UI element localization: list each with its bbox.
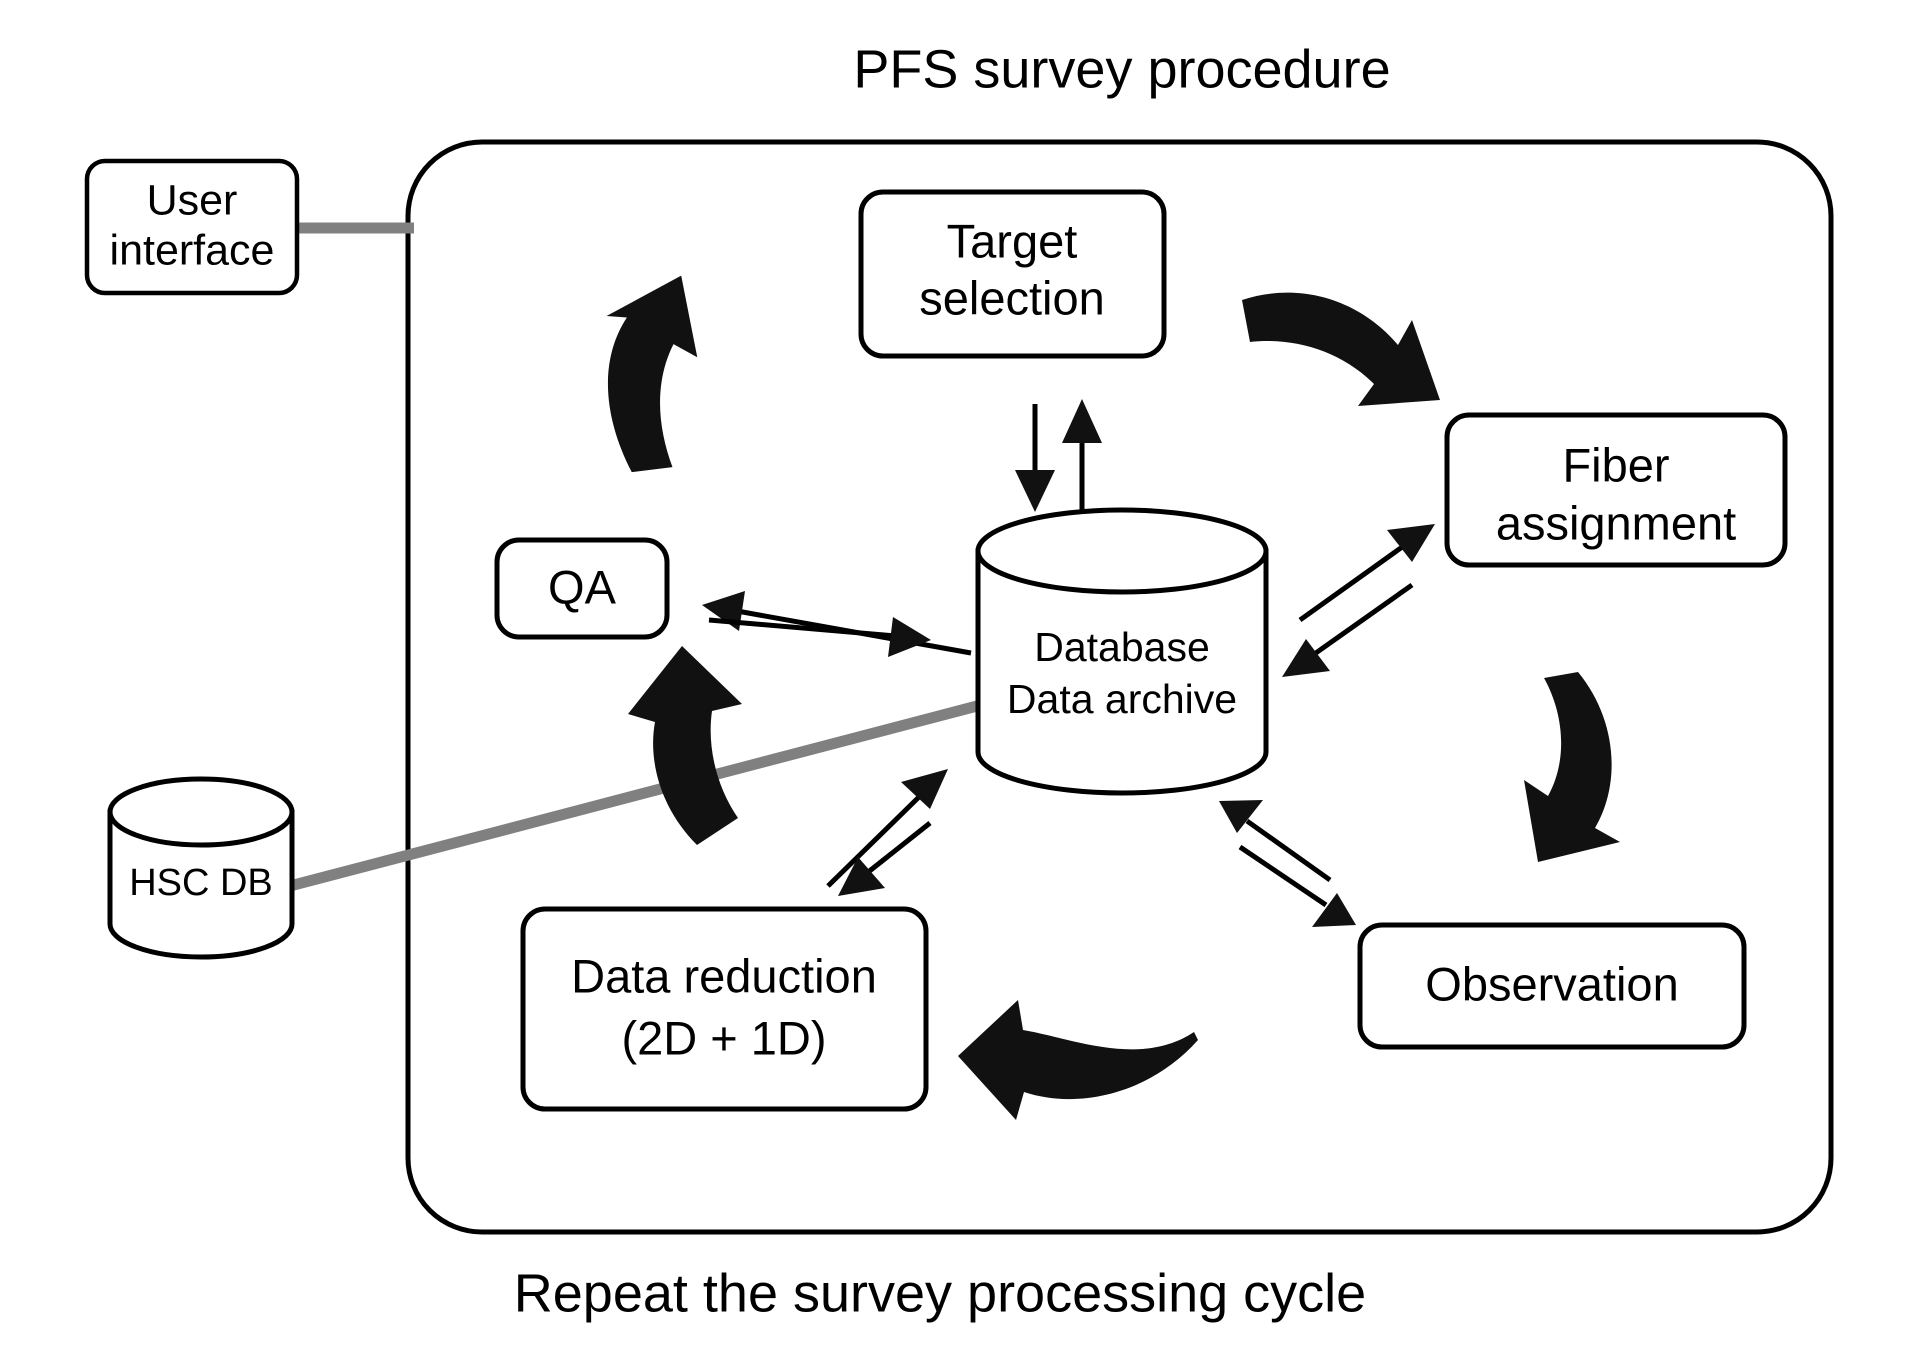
observation-box[interactable] [1357, 922, 1747, 1050]
hsc-db-cylinder-top [107, 776, 295, 848]
cycle-arrow-top-left [606, 275, 698, 473]
qa-box[interactable] [494, 537, 670, 640]
arrow-observation-to-database [1219, 800, 1332, 883]
arrow-qa-to-database [708, 617, 931, 657]
fiber-assignment-box[interactable] [1444, 412, 1788, 568]
database-cylinder-body[interactable] [975, 548, 1269, 796]
node-qa[interactable]: QA [494, 537, 670, 640]
qa-label: QA [548, 560, 617, 613]
fiber-assignment-label-line1: Fiber [1562, 438, 1669, 491]
node-hsc-db[interactable]: HSC DB [107, 776, 295, 960]
page-title: PFS survey procedure [853, 39, 1390, 99]
node-target-selection[interactable]: Target selection [858, 189, 1167, 359]
fiber-assignment-label-line2: assignment [1496, 496, 1736, 549]
cycle-arrow-bottom [958, 1000, 1198, 1120]
user-interface-box[interactable] [84, 158, 300, 296]
database-label-line2: Data archive [1007, 676, 1237, 722]
database-cylinder-top [975, 507, 1269, 595]
cycle-arrow-left [628, 646, 742, 845]
arrow-target-selection-to-database [1015, 404, 1055, 512]
arrow-database-to-target-selection [1062, 399, 1102, 512]
arrow-data-reduction-to-database [826, 769, 948, 888]
observation-label: Observation [1425, 957, 1678, 1010]
diagram-caption: Repeat the survey processing cycle [514, 1263, 1366, 1323]
target-selection-label-line1: Target [947, 214, 1078, 267]
arrow-database-to-observation [1238, 844, 1356, 927]
target-selection-box[interactable] [858, 189, 1167, 359]
node-data-reduction[interactable]: Data reduction (2D + 1D) [520, 906, 929, 1112]
hsc-db-cylinder-body[interactable] [107, 809, 295, 960]
user-interface-label-line1: User [147, 176, 238, 224]
cycle-arrow-right [1524, 672, 1620, 862]
arrow-database-to-data-reduction [838, 821, 932, 896]
node-observation[interactable]: Observation [1357, 922, 1747, 1050]
arrow-fiber-assignment-to-database [1282, 582, 1414, 677]
node-database[interactable]: Database Data archive [975, 507, 1269, 796]
data-reduction-label-line1: Data reduction [571, 949, 877, 1002]
user-interface-label-line2: interface [110, 226, 275, 274]
hsc-db-connector [288, 694, 1002, 892]
database-label-line1: Database [1034, 624, 1210, 670]
hsc-db-label: HSC DB [129, 862, 273, 904]
node-fiber-assignment[interactable]: Fiber assignment [1444, 412, 1788, 568]
data-reduction-box[interactable] [520, 906, 929, 1112]
arrow-database-to-fiber-assignment [1298, 524, 1435, 623]
data-reduction-label-line2: (2D + 1D) [621, 1011, 826, 1064]
cycle-arrow-top-right [1242, 292, 1440, 406]
target-selection-label-line2: selection [919, 271, 1105, 324]
node-user-interface[interactable]: User interface [84, 158, 300, 296]
